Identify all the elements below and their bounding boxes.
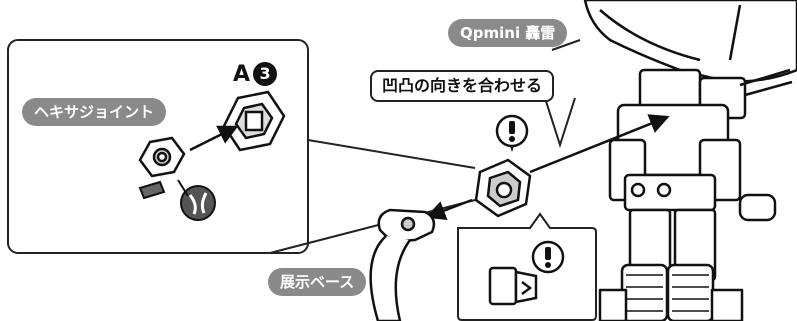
center-arrow-up [529, 114, 670, 174]
display-base-label: 展示ベース [268, 268, 367, 296]
nipper-icon [177, 179, 216, 221]
hex-joint-label: ヘキサジョイント [22, 98, 167, 126]
part-number-badge: 3 [253, 62, 278, 86]
sprue-gate [138, 180, 166, 200]
instruction-callout: 凹凸の向きを合わせる [370, 70, 555, 102]
center-arrow-down [425, 198, 473, 221]
product-pointer [551, 39, 581, 51]
hex-nut-small [138, 136, 186, 178]
exclamation-icon [495, 114, 529, 152]
callout-pointer [544, 97, 576, 149]
product-name-label: Qpmini 轟雷 [448, 19, 568, 47]
part-letter: A [233, 62, 251, 87]
display-base-arm [369, 208, 436, 321]
hex-joint-center [474, 158, 532, 218]
insert-arrow [189, 125, 239, 152]
robot-figure [583, 0, 797, 321]
inset-detail [457, 212, 597, 321]
